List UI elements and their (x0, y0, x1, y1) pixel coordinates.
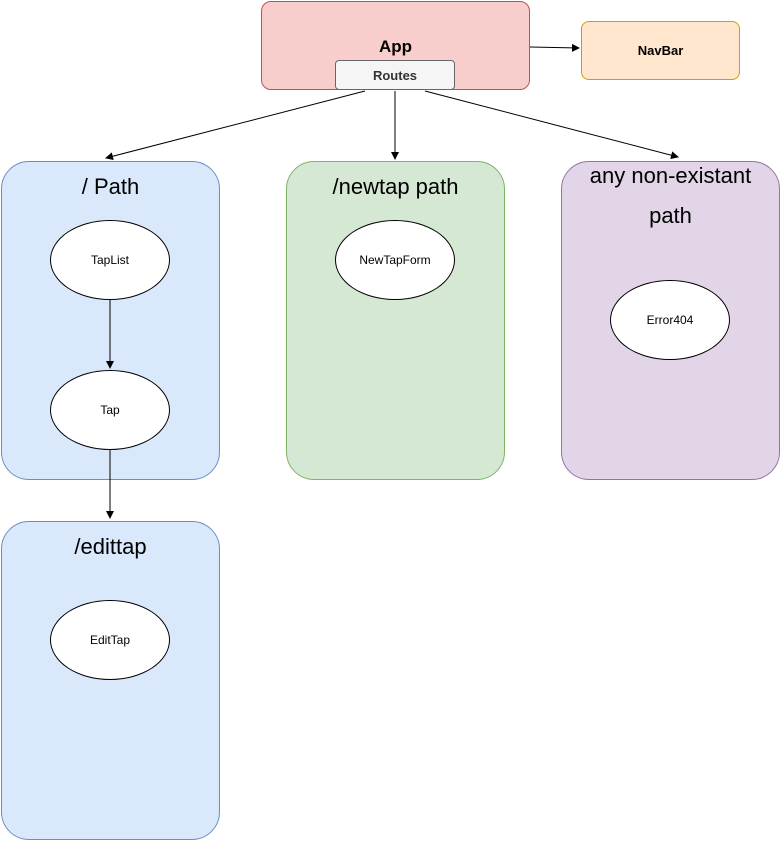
newtap-path-title: /newtap path (332, 174, 459, 199)
edge-routes-to-root-path (105, 90, 366, 161)
non-existant-path-title-line-1: any non-existant (589, 163, 752, 188)
tap-node: Tap (50, 370, 170, 450)
app-component: App (261, 1, 530, 90)
newtap-path-container: /newtap path (286, 161, 505, 480)
error404-node: Error404 (610, 280, 730, 360)
edittap-path-container: /edittap (1, 521, 220, 840)
routes-component: Routes (335, 60, 455, 90)
edittap-path-title: /edittap (74, 534, 147, 559)
navbar-component: NavBar (581, 21, 740, 80)
newtapform-node: NewTapForm (335, 220, 455, 300)
edge-app-to-navbar (529, 43, 580, 52)
path-root-title: / Path (81, 174, 140, 199)
edittap-node: EditTap (50, 600, 170, 680)
edge-routes-to-non-existant-path (424, 90, 679, 160)
taplist-node: TapList (50, 220, 170, 300)
non-existant-path-title-line-2: path (649, 203, 692, 228)
app-label: App (378, 37, 413, 56)
